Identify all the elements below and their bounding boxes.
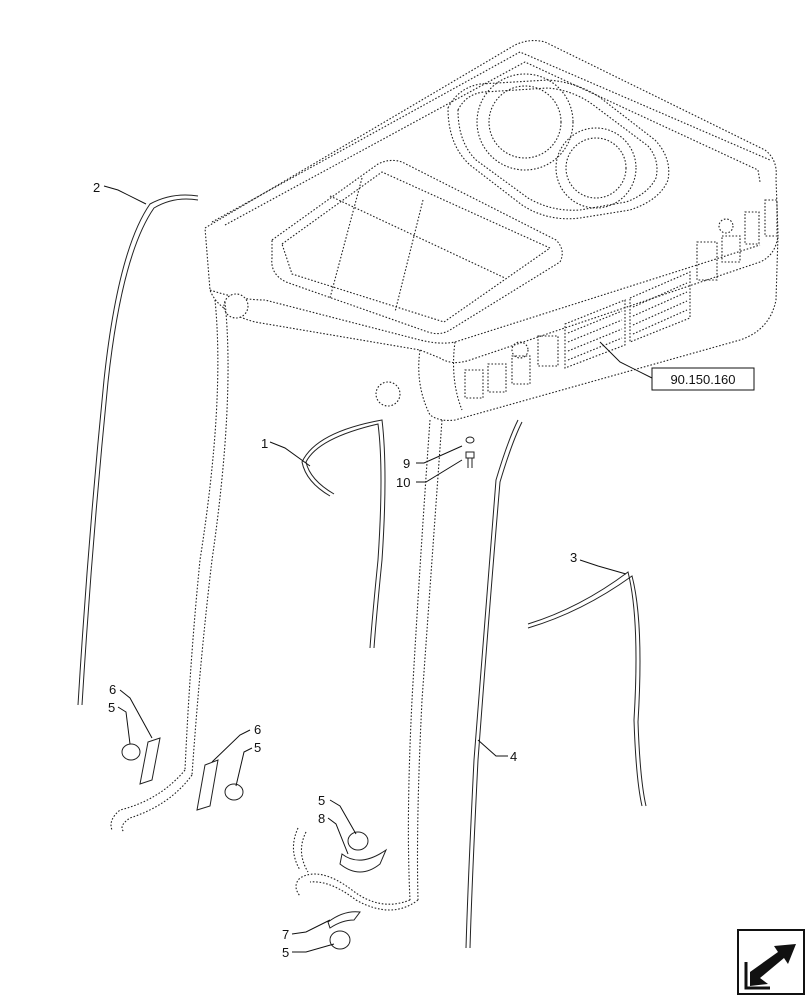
clips	[121, 737, 388, 950]
callout-label: 7	[282, 927, 289, 942]
callout-label: 4	[510, 749, 517, 764]
callout-label: 9	[403, 456, 410, 471]
leader-lines	[103, 185, 653, 953]
callout-label: 3	[570, 550, 577, 565]
callout-label: 5	[318, 793, 325, 808]
harness-part-3	[527, 571, 647, 807]
callout-labels: 2 1 9 10 3 4 6 5 6 5 5 8 7 5	[93, 180, 577, 960]
side-lamp-right	[375, 381, 401, 407]
callout-label: 6	[109, 682, 116, 697]
cab-roof	[204, 39, 779, 421]
harness-part-4	[465, 419, 523, 949]
reference-box-label: 90.150.160	[670, 372, 735, 387]
callout-label: 10	[396, 475, 410, 490]
callout-label: 6	[254, 722, 261, 737]
callout-label: 1	[261, 436, 268, 451]
callout-label: 8	[318, 811, 325, 826]
harness-part-1	[301, 419, 386, 649]
callout-label: 2	[93, 180, 100, 195]
cab-pillars	[110, 299, 443, 911]
reference-box[interactable]: 90.150.160	[651, 367, 755, 391]
callout-label: 5	[282, 945, 289, 960]
front-grille	[464, 199, 778, 399]
arrow-navigation-icon[interactable]	[737, 929, 805, 995]
callout-label: 5	[254, 740, 261, 755]
callout-label: 5	[108, 700, 115, 715]
screw-fastener	[465, 436, 475, 468]
harness-part-2	[77, 194, 199, 706]
side-lamp-left	[223, 293, 249, 319]
